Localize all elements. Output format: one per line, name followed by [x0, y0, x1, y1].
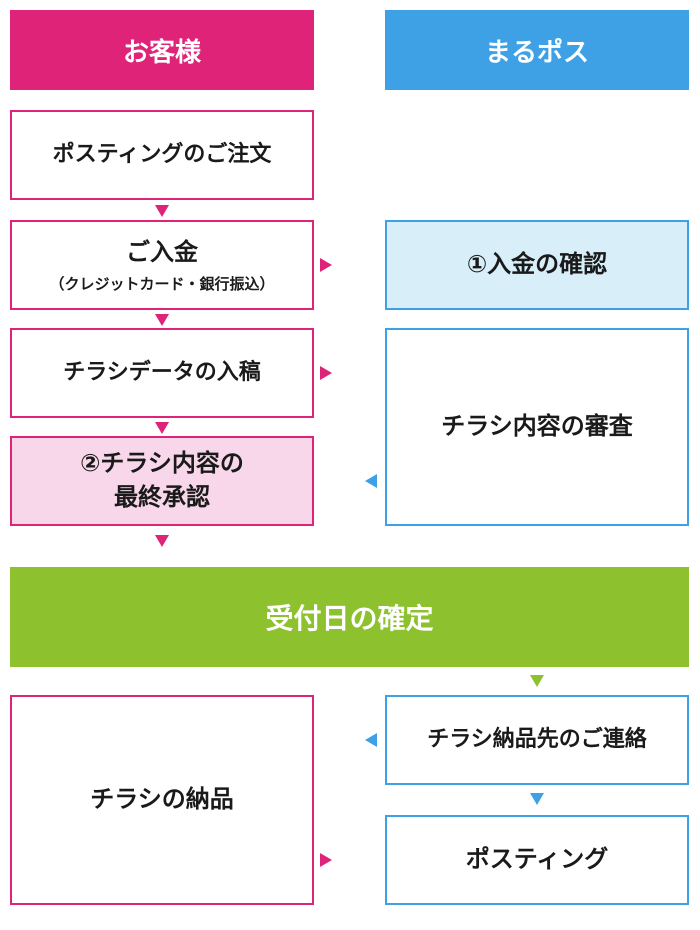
step-final-approval-line1: ②チラシ内容の	[80, 449, 244, 478]
marupos-column-header: まるポス	[385, 10, 689, 90]
arrow-left-icon	[365, 474, 377, 488]
step-posting: ポスティング	[385, 815, 689, 905]
step-delivery-contact: チラシ納品先のご連絡	[385, 695, 689, 785]
step-posting-order: ポスティングのご注文	[10, 110, 314, 200]
step-flyer-data-submission: チラシデータの入稿	[10, 328, 314, 418]
step-flyer-delivery-label: チラシの納品	[90, 785, 234, 814]
arrow-right-icon	[320, 366, 332, 380]
reception-date-label: 受付日の確定	[265, 602, 434, 635]
arrow-down-icon	[530, 793, 544, 805]
step-payment-label: ご入金	[126, 237, 198, 266]
customer-column-header: お客様	[10, 10, 314, 90]
arrow-down-icon	[155, 535, 169, 547]
step-final-approval: ②チラシ内容の 最終承認	[10, 436, 314, 526]
step-content-review: チラシ内容の審査	[385, 328, 689, 526]
arrow-right-icon	[320, 853, 332, 867]
arrow-left-icon	[365, 733, 377, 747]
arrow-down-icon	[155, 205, 169, 217]
step-posting-label: ポスティング	[465, 845, 609, 874]
step-posting-order-label: ポスティングのご注文	[52, 141, 272, 167]
step-final-approval-line2: 最終承認	[114, 483, 210, 511]
step-delivery-contact-label: チラシ納品先のご連絡	[427, 726, 647, 752]
step-flyer-delivery: チラシの納品	[10, 695, 314, 905]
step-payment-check: ①入金の確認	[385, 220, 689, 310]
step-payment-methods: （クレジットカード・銀行振込）	[49, 275, 275, 294]
step-flyer-data-label: チラシデータの入稿	[63, 359, 261, 385]
arrow-right-icon	[320, 258, 332, 272]
step-payment: ご入金 （クレジットカード・銀行振込）	[10, 220, 314, 310]
step-payment-check-label: ①入金の確認	[466, 250, 608, 279]
marupos-header-label: まるポス	[484, 37, 589, 68]
customer-header-label: お客様	[122, 37, 201, 68]
arrow-down-icon	[155, 422, 169, 434]
step-content-review-label: チラシ内容の審査	[441, 412, 633, 441]
arrow-down-icon	[155, 314, 169, 326]
reception-date-confirmation: 受付日の確定	[10, 567, 689, 667]
arrow-down-icon	[530, 675, 544, 687]
